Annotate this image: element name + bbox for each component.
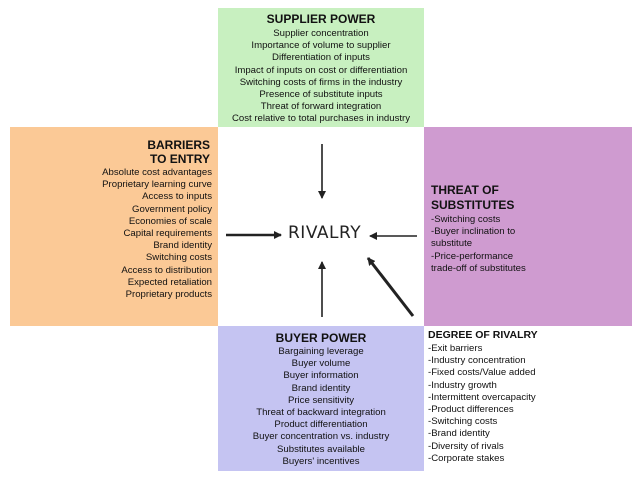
buyer-power-item: Threat of backward integration	[256, 407, 386, 419]
barriers-item: Proprietary learning curve	[102, 179, 212, 191]
barriers-title-line1: BARRIERS	[147, 138, 210, 152]
buyer-power-item: Buyer concentration vs. industry	[252, 431, 390, 443]
buyer-power-item: Buyer volume	[291, 358, 351, 370]
substitutes-item: trade-off of substitutes	[431, 262, 526, 274]
substitutes-item: -Price-performance	[431, 250, 514, 262]
substitutes-item: -Switching costs	[431, 214, 501, 225]
degree-item: -Industry growth	[428, 379, 497, 391]
barriers-item: Switching costs	[145, 252, 212, 264]
rivalry-label: RIVALRY	[288, 223, 362, 243]
buyer-power-item: Price sensitivity	[287, 394, 355, 406]
barriers-item: Government policy	[132, 203, 212, 215]
barriers-item: Access to distribution	[121, 264, 212, 276]
degree-item: -Switching costs	[428, 416, 498, 428]
barriers-title-line2: TO ENTRY	[149, 152, 210, 166]
buyer-power-item: Brand identity	[291, 382, 351, 394]
substitutes-title-line2: SUBSTITUTES	[431, 198, 515, 212]
degree-of-rivalry-title: DEGREE OF RIVALRY	[428, 329, 538, 341]
buyer-power-item: Buyer information	[283, 370, 359, 382]
barriers-item: Proprietary products	[125, 289, 212, 301]
supplier-power-title: SUPPLIER POWER	[266, 12, 376, 26]
barriers-item: Absolute cost advantages	[102, 167, 212, 178]
barriers-item: Access to inputs	[142, 191, 212, 203]
degree-item: -Diversity of rivals	[428, 440, 504, 452]
buyer-power-title: BUYER POWER	[275, 331, 367, 345]
buyer-power-item: Substitutes available	[277, 443, 365, 455]
substitutes-title-line1: THREAT OF	[431, 183, 499, 197]
degree-item: -Exit barriers	[428, 343, 483, 354]
supplier-power-item: Supplier concentration	[273, 28, 369, 39]
buyer-power-item: Product differentiation	[274, 419, 368, 431]
barriers-item: Brand identity	[153, 240, 212, 252]
buyer-power-item: Buyers' incentives	[282, 455, 360, 467]
buyer-power-item: Bargaining leverage	[278, 346, 364, 357]
rivalry-center: RIVALRY	[218, 127, 424, 326]
supplier-power-item: Switching costs of firms in the industry	[239, 76, 403, 88]
supplier-power-item: Presence of substitute inputs	[259, 89, 383, 101]
barriers-item: Expected retaliation	[127, 276, 212, 288]
degree-item: -Brand identity	[428, 428, 490, 440]
supplier-power-item: Threat of forward integration	[260, 101, 382, 113]
threat-of-substitutes-box: THREAT OF SUBSTITUTES -Switching costs -…	[424, 127, 632, 326]
degree-item: -Product differences	[428, 404, 514, 416]
degree-item: -Fixed costs/Value added	[428, 367, 536, 379]
barriers-to-entry-box: BARRIERS TO ENTRY Absolute cost advantag…	[10, 127, 218, 326]
barriers-item: Economies of scale	[128, 215, 212, 227]
substitutes-item: -Buyer inclination to	[431, 226, 516, 238]
supplier-power-item: Cost relative to total purchases in indu…	[231, 113, 411, 125]
supplier-power-item: Impact of inputs on cost or differentiat…	[234, 64, 408, 76]
supplier-power-item: Differentiation of inputs	[272, 52, 370, 64]
degree-of-rivalry-box: DEGREE OF RIVALRY -Exit barriers -Indust…	[428, 329, 632, 471]
supplier-power-item: Importance of volume to supplier	[251, 40, 391, 52]
buyer-power-box: BUYER POWER Bargaining leverage Buyer vo…	[218, 326, 424, 471]
degree-item: -Intermittent overcapacity	[428, 391, 536, 403]
degree-item: -Corporate stakes	[428, 452, 505, 464]
barriers-item: Capital requirements	[123, 228, 212, 240]
substitutes-item: substitute	[431, 238, 473, 250]
supplier-power-box: SUPPLIER POWER Supplier concentration Im…	[218, 8, 424, 127]
degree-item: -Industry concentration	[428, 355, 526, 367]
